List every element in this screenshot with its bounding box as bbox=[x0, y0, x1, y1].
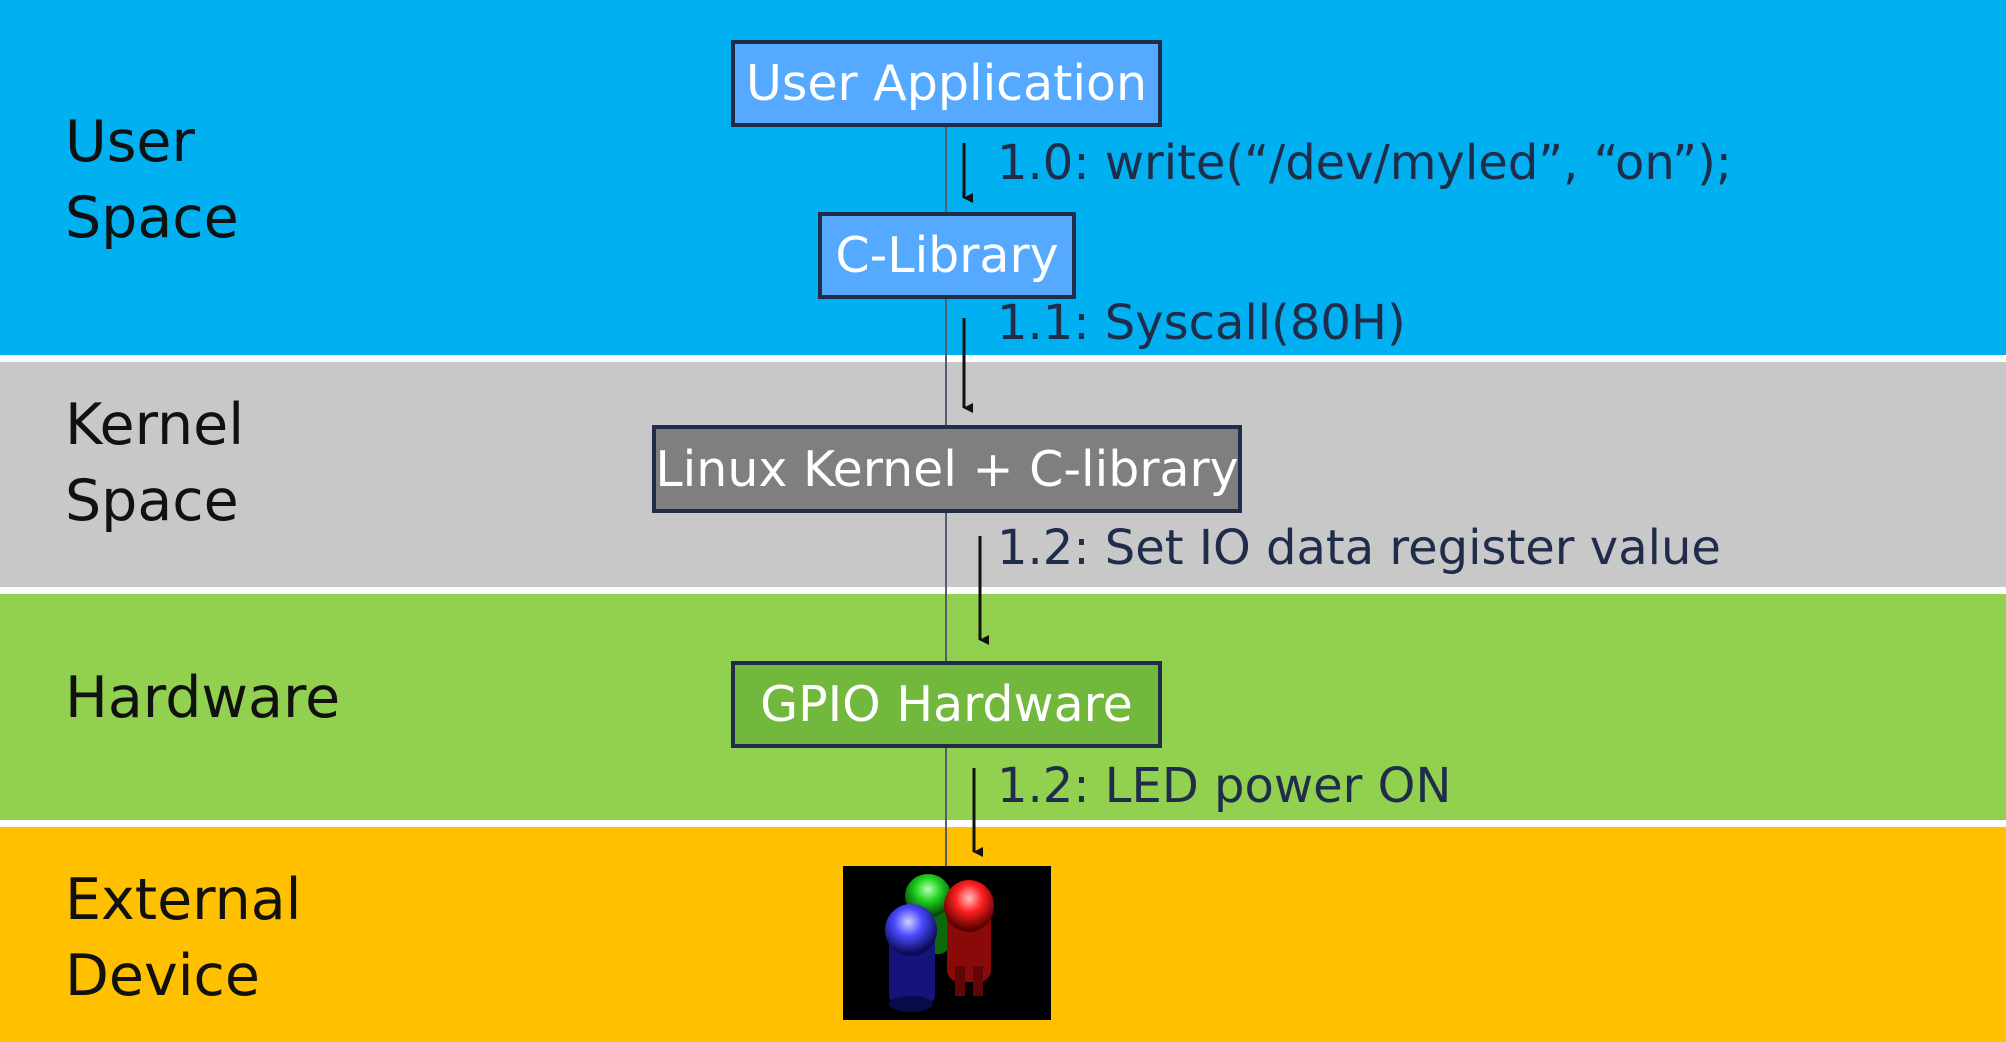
step-register-label: 1.2: Set IO data register value bbox=[997, 520, 1721, 576]
step-led-label: 1.2: LED power ON bbox=[997, 758, 1452, 814]
linux-kernel-box: Linux Kernel + C-library bbox=[652, 425, 1242, 513]
step-syscall-label: 1.1: Syscall(80H) bbox=[997, 295, 1406, 351]
user-application-box: User Application bbox=[731, 40, 1162, 127]
red-led bbox=[944, 880, 994, 996]
c-library-box: C-Library bbox=[818, 212, 1076, 299]
external-device-label: External Device bbox=[65, 867, 302, 1009]
rgb-led-image bbox=[843, 866, 1051, 1020]
hardware-label: Hardware bbox=[65, 665, 341, 731]
user-space-label: User Space bbox=[65, 109, 239, 251]
step-write-label: 1.0: write(“/dev/myled”, “on”); bbox=[997, 135, 1732, 191]
kernel-space-label: Kernel Space bbox=[65, 392, 245, 534]
gpio-hardware-box: GPIO Hardware bbox=[731, 661, 1162, 748]
blue-led bbox=[885, 904, 937, 1012]
